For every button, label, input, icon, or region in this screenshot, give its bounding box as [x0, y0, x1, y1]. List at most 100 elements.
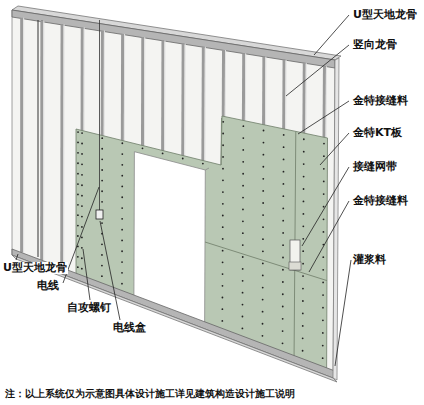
screw — [77, 235, 79, 237]
screw — [81, 132, 83, 134]
screw — [222, 250, 224, 252]
box-wire — [99, 20, 100, 210]
screw — [323, 143, 325, 145]
screw — [302, 288, 304, 290]
screw — [101, 137, 103, 139]
stud-edge — [63, 24, 64, 267]
screw — [303, 188, 305, 190]
screw — [121, 164, 123, 166]
screw — [101, 254, 103, 256]
door-edge — [205, 168, 209, 170]
screw — [242, 304, 244, 306]
screw — [282, 318, 284, 320]
screw — [77, 152, 79, 154]
screw — [302, 250, 304, 252]
screw — [101, 190, 103, 192]
screw — [121, 175, 123, 177]
screw — [121, 207, 123, 209]
screw — [81, 174, 83, 176]
screw — [222, 285, 224, 287]
joint-filler — [289, 262, 301, 270]
screw — [262, 190, 264, 192]
screw — [222, 203, 224, 205]
screw — [222, 144, 224, 146]
screw — [242, 125, 244, 127]
screw — [121, 261, 123, 263]
screw — [81, 184, 83, 186]
screw — [77, 256, 79, 258]
screw — [302, 325, 304, 327]
screw — [222, 168, 224, 170]
screw — [302, 275, 304, 277]
screw — [221, 308, 223, 310]
stud — [20, 18, 23, 253]
screw — [262, 275, 264, 277]
screw — [323, 168, 325, 170]
screw — [77, 162, 79, 164]
screw — [283, 134, 285, 136]
screw — [222, 121, 224, 123]
screw — [322, 307, 324, 309]
screw — [121, 196, 123, 198]
screw — [81, 216, 83, 218]
screw — [202, 163, 204, 165]
screw — [121, 272, 123, 274]
screw — [242, 316, 244, 318]
screw — [323, 231, 325, 233]
screw — [242, 209, 244, 211]
screw — [242, 256, 244, 258]
screw — [77, 266, 79, 268]
screw — [222, 191, 224, 193]
stud-edge — [43, 21, 44, 260]
screw — [262, 311, 264, 313]
screw — [322, 256, 324, 258]
screw — [121, 142, 123, 144]
screw — [241, 327, 243, 329]
screw — [242, 232, 244, 234]
screw — [77, 142, 79, 144]
screw — [282, 195, 284, 197]
screw — [302, 313, 304, 315]
screw — [81, 153, 83, 155]
screw — [242, 268, 244, 270]
screw — [302, 263, 304, 265]
screw — [262, 226, 264, 228]
screw — [222, 179, 224, 181]
screw — [283, 159, 285, 161]
part-label: U型天地龙骨 — [352, 9, 418, 21]
screw — [242, 161, 244, 163]
screw — [283, 171, 285, 173]
screw — [262, 154, 264, 156]
screw — [262, 299, 264, 301]
screw — [302, 213, 304, 215]
screw — [262, 202, 264, 204]
screw — [262, 250, 264, 252]
screw — [77, 194, 79, 196]
screw — [101, 158, 103, 160]
screw — [282, 281, 284, 283]
screw — [242, 292, 244, 294]
screw — [81, 143, 83, 145]
leader-lines — [16, 15, 351, 366]
screw — [81, 268, 83, 270]
wall-frame — [12, 10, 335, 378]
screw — [322, 345, 324, 347]
screw — [101, 275, 103, 277]
screw — [242, 149, 244, 151]
screw — [221, 320, 223, 322]
screw — [81, 226, 83, 228]
screw — [303, 138, 305, 140]
screw — [322, 319, 324, 321]
screw — [121, 153, 123, 155]
screw — [283, 183, 285, 185]
part-label: 灌浆料 — [352, 254, 387, 266]
screw — [242, 137, 244, 139]
screw — [121, 283, 123, 285]
screw — [142, 147, 144, 149]
part-label: 电线 — [36, 280, 60, 292]
part-label: 金特接缝料 — [352, 195, 409, 207]
note: 注：以上系统仅为示意图具体设计施工详见建筑构造设计施工说明 — [4, 388, 296, 400]
screw — [242, 173, 244, 175]
screw — [263, 142, 265, 144]
screw — [322, 332, 324, 334]
